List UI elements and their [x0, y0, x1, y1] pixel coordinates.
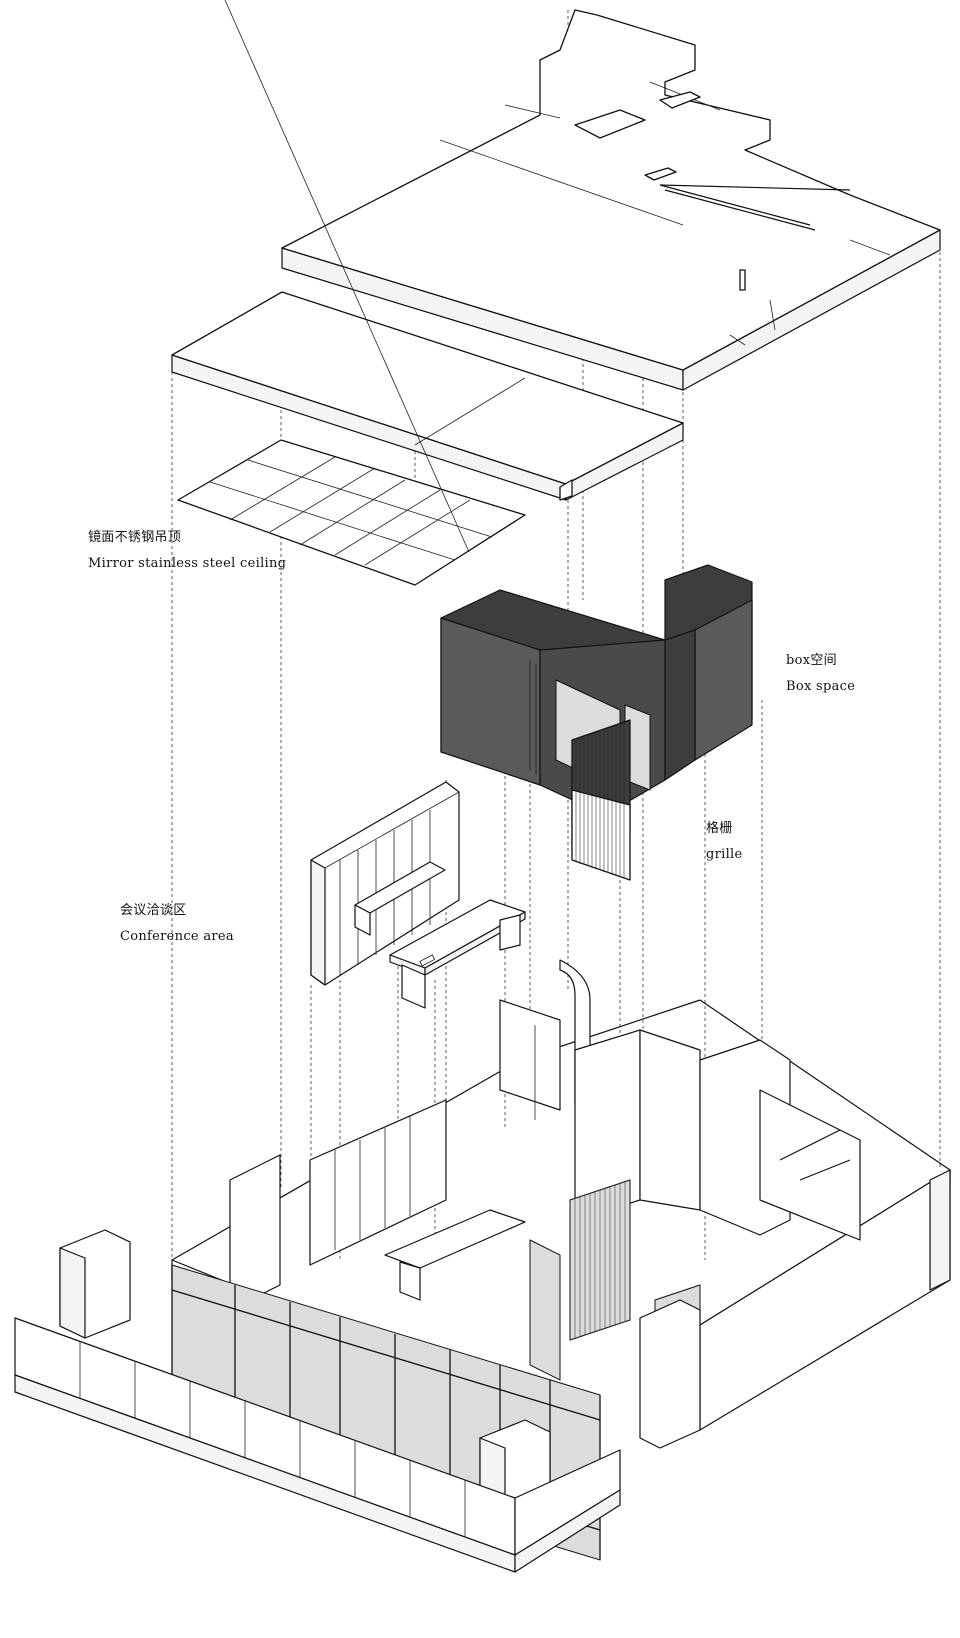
- box-space-label: box空间 Box space: [786, 648, 855, 700]
- conference-desk: [389, 899, 526, 1009]
- grille-label: 格栅 grille: [706, 816, 743, 868]
- grille-label-cn: 格栅: [706, 821, 733, 836]
- conference-label-cn: 会议洽谈区: [120, 903, 187, 918]
- box-space-label-en: Box space: [786, 679, 856, 694]
- upper-floor-slab: [281, 9, 941, 391]
- ceiling-label-en: Mirror stainless steel ceiling: [88, 556, 287, 571]
- grille-panel: [571, 789, 631, 881]
- base-floor-model: [14, 959, 951, 1573]
- ceiling-label-cn: 镜面不锈钢吊顶: [88, 530, 182, 545]
- ceiling-slab: [171, 291, 684, 501]
- grille-label-en: grille: [706, 847, 743, 862]
- conference-label: 会议洽谈区 Conference area: [120, 898, 234, 950]
- conference-label-en: Conference area: [120, 929, 234, 944]
- box-space-label-cn: box空间: [786, 653, 837, 668]
- mirror-ceiling-panels: [177, 0, 526, 586]
- ceiling-label: 镜面不锈钢吊顶 Mirror stainless steel ceiling: [88, 525, 286, 577]
- conference-wall-cabinet: [310, 781, 460, 986]
- box-space-volume: [440, 564, 753, 851]
